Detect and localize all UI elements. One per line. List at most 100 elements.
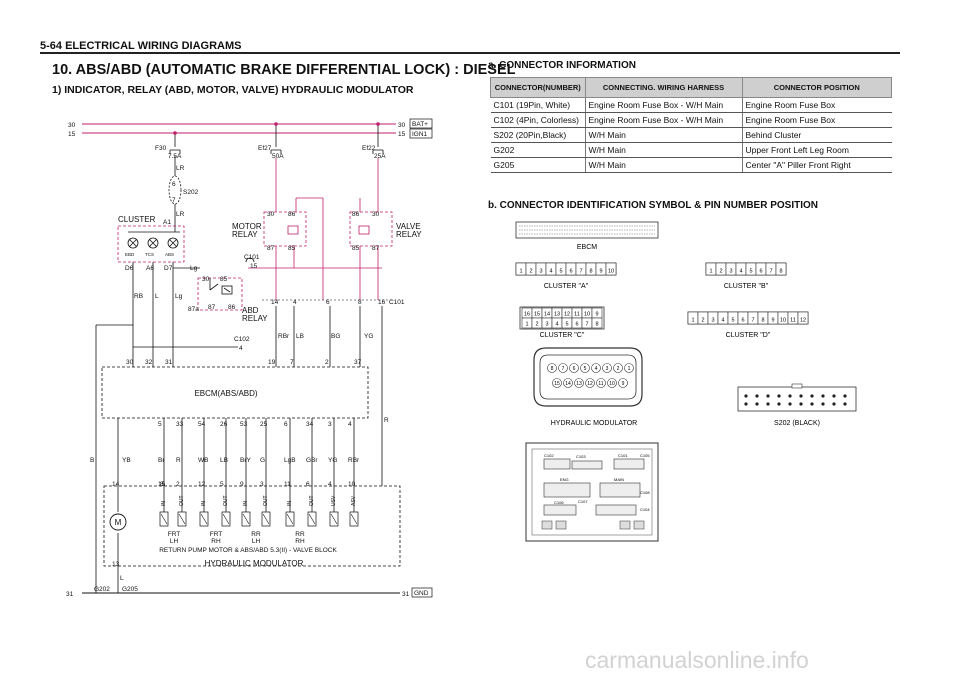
table-cell: Engine Room Fuse Box - W/H Main — [584, 112, 742, 128]
cluster-d-pin: 12 — [800, 318, 806, 324]
valve-name: FRT — [210, 531, 223, 538]
ebcm-label: EBCM(ABS/ABD) — [194, 389, 257, 398]
s202-pin-dot — [777, 394, 781, 398]
s202-pin-dot — [766, 394, 770, 398]
hm-pin-circle — [624, 363, 634, 373]
abd-relay-pin-30: 30 — [202, 276, 210, 283]
valve-relay-pin-87: 87 — [372, 245, 380, 252]
ebcm-box — [101, 366, 369, 419]
ebcm-bottom-pin: 53 — [240, 421, 248, 428]
wire-color-label: BrY — [240, 457, 252, 464]
cluster-c-pin: 10 — [584, 312, 590, 318]
cluster-d-pin: 5 — [731, 318, 734, 324]
s202-pin-dot — [843, 394, 847, 398]
valve-relay-pin-30: 30 — [372, 211, 380, 218]
s202-pin-6: 6 — [172, 181, 176, 188]
cluster-b-pin: 5 — [749, 269, 752, 275]
ebcm-label: EBCM — [577, 244, 597, 251]
s202-pin-dot — [788, 402, 792, 406]
connector-info-table: CONNECTOR(NUMBER) CONNECTING. WIRING HAR… — [490, 77, 892, 173]
cluster-d-pin: 11 — [790, 318, 796, 324]
cluster-c-pin: 15 — [534, 312, 540, 318]
table-cell: G202 — [490, 142, 585, 158]
table-row: G205 W/H Main Center "A" Piller Front Ri… — [490, 157, 892, 173]
ebcm-connector: EBCM — [515, 221, 659, 251]
hm-pin: 12 — [587, 381, 593, 387]
table-cell: W/H Main — [584, 157, 742, 173]
cluster-d-pin: 2 — [701, 318, 704, 324]
cluster-b-pin: 8 — [779, 269, 782, 275]
wire-rbr: RBr — [278, 333, 290, 340]
gnd-box — [411, 587, 433, 598]
table-cell: Upper Front Left Leg Room — [741, 142, 892, 158]
table-cell: Behind Cluster — [741, 127, 892, 143]
fusebox-c102: C102 — [544, 453, 554, 458]
wire-b: B — [90, 457, 94, 464]
cluster-c-pin: 14 — [544, 312, 550, 318]
gnd-label: GND — [414, 590, 429, 597]
fusebox-c103: C103 — [576, 454, 586, 459]
pump-motor-label: M — [115, 518, 122, 527]
cluster-c-pin-cell — [591, 317, 603, 329]
table-cell: Engine Room Fuse Box — [741, 97, 892, 113]
table-row: C101 (19Pin, White) Engine Room Fuse Box… — [490, 97, 892, 113]
hm-pin: 7 — [562, 366, 565, 372]
cluster-c-pin: 2 — [535, 322, 538, 328]
wire-color-label: GBr — [306, 457, 318, 464]
table-cell: Engine Room Fuse Box - W/H Main — [584, 97, 742, 113]
s202-label: S202 — [183, 189, 199, 196]
cluster-c-label: CLUSTER "C" — [540, 332, 585, 339]
s202-pin-dot — [755, 394, 759, 398]
hm-pin-circle — [580, 363, 590, 373]
connector-symbols-title: b. CONNECTOR IDENTIFICATION SYMBOL & PIN… — [488, 200, 819, 211]
hm-pin: 2 — [617, 366, 620, 372]
hm-pin-circle — [585, 378, 595, 388]
watermark: carmanualsonline.info — [585, 647, 809, 673]
motor-relay-pin-87: 87 — [267, 245, 275, 252]
table-cell: Center "A" Piller Front Right — [741, 157, 892, 173]
cluster-c-pin: 16 — [524, 312, 530, 318]
cluster-c-pin: 7 — [585, 322, 588, 328]
s202-pin-dot — [810, 394, 814, 398]
cluster-a-pin: 1 — [519, 269, 522, 275]
valve-coil-mark — [262, 513, 270, 525]
wire-lr-1: LR — [176, 165, 185, 172]
cluster-a-label: CLUSTER "A" — [544, 283, 589, 290]
wire-l-gnd: L — [120, 575, 124, 582]
hm-pin: 5 — [584, 366, 587, 372]
hm-pin-circle — [574, 378, 584, 388]
fusebox-eng: ENG — [560, 477, 569, 482]
col-header-harness: CONNECTING. WIRING HARNESS — [584, 77, 743, 98]
cluster-a-pin: 10 — [608, 269, 614, 275]
fuse-ef27: Ef27 — [258, 145, 272, 152]
wire-yb: YB — [122, 457, 131, 464]
s202-pin-dot — [788, 394, 792, 398]
abd-relay-pin-86: 86 — [228, 304, 236, 311]
motor-relay-pin-85: 85 — [288, 245, 296, 252]
s202-pin-dot — [821, 394, 825, 398]
lamp-tcs: TCS — [145, 252, 154, 257]
table-cell: C101 (19Pin, White) — [490, 97, 585, 113]
s202-connector: S202 (BLACK) — [737, 383, 857, 427]
table-row: G202 W/H Main Upper Front Left Leg Room — [490, 142, 892, 158]
valve-io-label: OUT — [309, 495, 315, 506]
valve-coil-mark — [242, 513, 250, 525]
cluster-pin-a6: A6 — [146, 265, 154, 272]
valve-io-label: OUT — [179, 495, 185, 506]
wire-r: R — [384, 417, 389, 424]
cluster-c-pin: 12 — [564, 312, 570, 318]
ebcm-bottom-pin: 3 — [328, 421, 332, 428]
hydraulic-modulator-box — [103, 485, 401, 567]
ground-g202: G202 — [94, 586, 110, 593]
cluster-c-pin: 8 — [595, 322, 598, 328]
hm-wire-pin: 11 — [284, 481, 291, 488]
valve-coil-mark — [308, 513, 316, 525]
cluster-b-pin-cell — [775, 262, 787, 276]
c101-label-b: C101 — [389, 299, 405, 306]
cluster-a-pin: 4 — [549, 269, 552, 275]
hm-pin-circle — [596, 378, 606, 388]
